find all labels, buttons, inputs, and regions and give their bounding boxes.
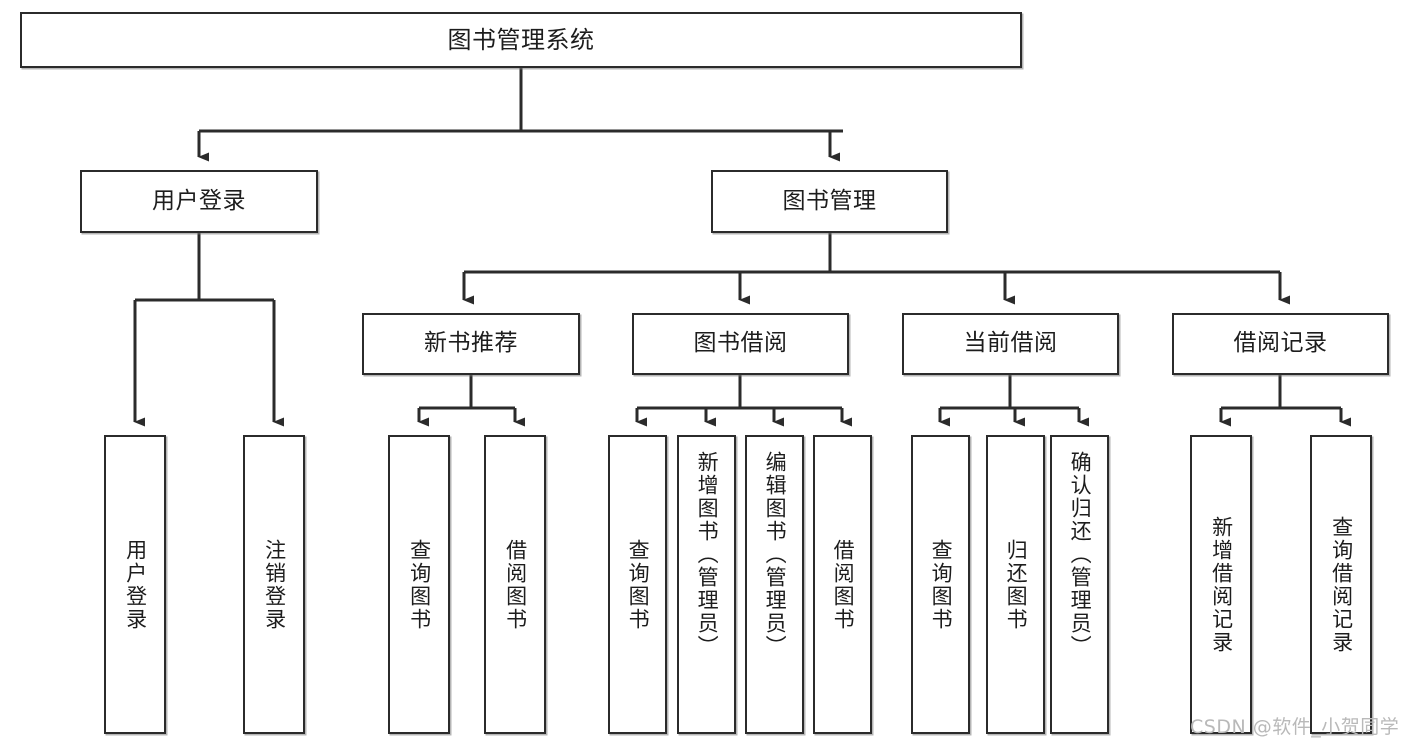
node-leaf-confirm-return[interactable]: 确认归还（管理员） [1050,435,1109,734]
node-new-book-recommend-label: 新书推荐 [424,330,518,357]
node-leaf-logout-label: 注销登录 [262,538,287,631]
node-leaf-query-record[interactable]: 查询借阅记录 [1310,435,1372,734]
node-root[interactable]: 图书管理系统 [20,12,1022,68]
node-leaf-add-record-label: 新增借阅记录 [1209,515,1234,654]
node-leaf-query-book-bb[interactable]: 查询图书 [608,435,667,734]
node-leaf-add-book-label: 新增图书（管理员） [695,451,720,658]
node-current-borrow[interactable]: 当前借阅 [902,313,1119,375]
node-user-login-label: 用户登录 [152,187,246,214]
node-leaf-edit-book[interactable]: 编辑图书（管理员） [745,435,804,734]
node-leaf-logout[interactable]: 注销登录 [243,435,305,734]
node-book-management-label: 图书管理 [782,187,877,214]
node-book-borrow-label: 图书借阅 [693,330,788,357]
node-borrow-record[interactable]: 借阅记录 [1172,313,1389,375]
node-leaf-query-book-cb-label: 查询图书 [929,538,954,631]
node-leaf-edit-book-label: 编辑图书（管理员） [763,451,788,658]
node-leaf-user-login[interactable]: 用户登录 [104,435,166,734]
node-leaf-query-record-label: 查询借阅记录 [1329,515,1354,654]
node-leaf-add-record[interactable]: 新增借阅记录 [1190,435,1252,734]
csdn-watermark: CSDN @软件_小贺同学 [1190,716,1400,738]
node-new-book-recommend[interactable]: 新书推荐 [362,313,580,375]
node-leaf-borrow-book-bb[interactable]: 借阅图书 [813,435,872,734]
node-user-login[interactable]: 用户登录 [80,170,318,233]
node-leaf-query-book-new-label: 查询图书 [407,538,432,631]
node-leaf-query-book-bb-label: 查询图书 [626,538,651,631]
node-leaf-borrow-book-new-label: 借阅图书 [503,538,528,631]
node-borrow-record-label: 借阅记录 [1233,330,1328,357]
node-leaf-add-book[interactable]: 新增图书（管理员） [677,435,736,734]
node-leaf-query-book-new[interactable]: 查询图书 [388,435,450,734]
node-leaf-confirm-return-label: 确认归还（管理员） [1068,451,1093,658]
node-leaf-borrow-book-bb-label: 借阅图书 [831,538,856,631]
node-book-borrow[interactable]: 图书借阅 [632,313,849,375]
node-current-borrow-label: 当前借阅 [963,330,1058,357]
node-leaf-return-book-label: 归还图书 [1004,538,1029,631]
node-leaf-borrow-book-new[interactable]: 借阅图书 [484,435,546,734]
node-root-label: 图书管理系统 [447,25,595,54]
node-book-management[interactable]: 图书管理 [711,170,948,233]
node-leaf-user-login-label: 用户登录 [123,538,148,631]
node-leaf-return-book[interactable]: 归还图书 [986,435,1045,734]
node-leaf-query-book-cb[interactable]: 查询图书 [911,435,970,734]
